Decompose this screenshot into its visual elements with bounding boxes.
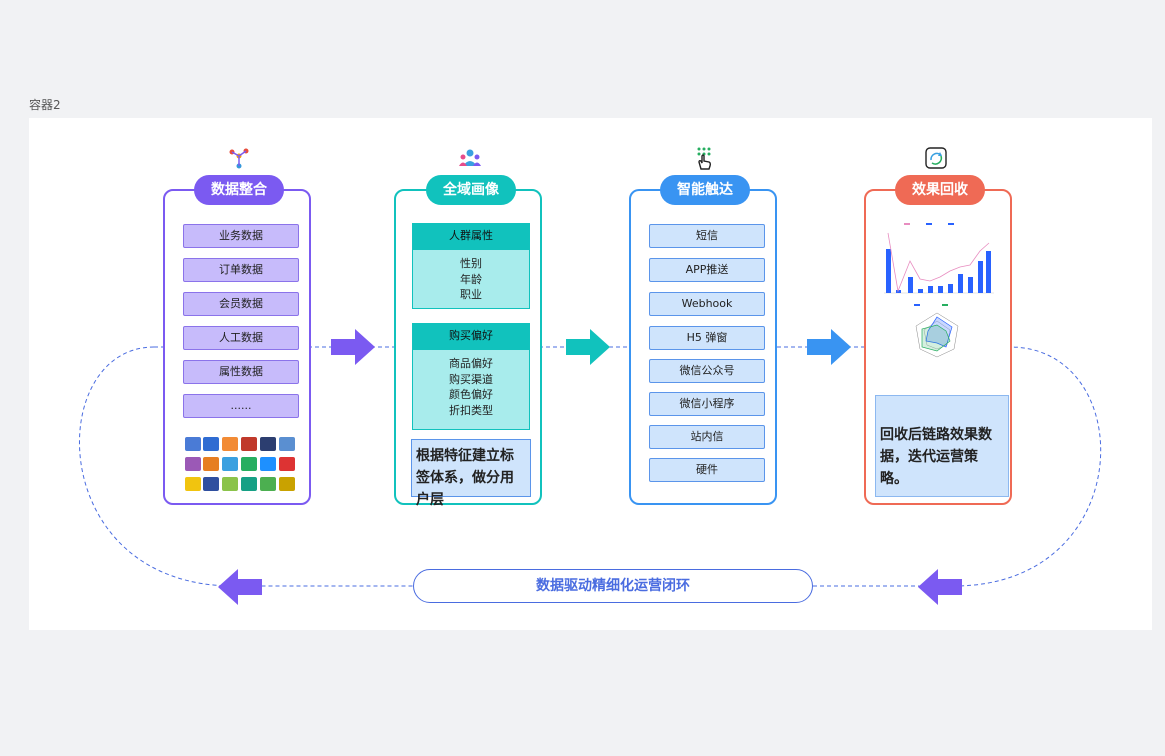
- list-item: ......: [183, 394, 299, 418]
- list-item: Webhook: [649, 292, 765, 316]
- list-item: 属性数据: [183, 360, 299, 384]
- logo-icon: [185, 437, 201, 451]
- list-item: 微信小程序: [649, 392, 765, 416]
- logo-icon: [241, 437, 257, 451]
- arrow-right-icon: [807, 329, 851, 365]
- list-item: 订单数据: [183, 258, 299, 282]
- logo-icon: [203, 437, 219, 451]
- recycle-icon: [925, 147, 947, 169]
- list-item: 硬件: [649, 458, 765, 482]
- logo-icon: [260, 477, 276, 491]
- card-data-integration: 业务数据 订单数据 会员数据 人工数据 属性数据 ......: [163, 189, 311, 505]
- list-item: 微信公众号: [649, 359, 765, 383]
- logo-icon: [185, 477, 201, 491]
- card-title-pill: 全域画像: [426, 175, 516, 205]
- group-head: 购买偏好: [412, 323, 530, 349]
- group-line: 购买渠道: [449, 372, 493, 386]
- logo-icon: [185, 457, 201, 471]
- container-label: 容器2: [29, 98, 61, 112]
- logo-icon: [241, 477, 257, 491]
- arrow-right-icon: [331, 329, 375, 365]
- card-result-recovery: 回收后链路效果数据，迭代运营策略。: [864, 189, 1012, 505]
- list-item: 短信: [649, 224, 765, 248]
- group-head: 人群属性: [412, 223, 530, 249]
- card-title-pill: 智能触达: [660, 175, 750, 205]
- data-integration-icon: [229, 148, 249, 169]
- logo-icon: [203, 477, 219, 491]
- group-body: 性别 年龄 职业: [412, 249, 530, 309]
- logo-icon: [260, 457, 276, 471]
- list-item: 人工数据: [183, 326, 299, 350]
- list-item: 站内信: [649, 425, 765, 449]
- logo-icon: [279, 437, 295, 451]
- logo-icon: [279, 477, 295, 491]
- card-user-profile: 人群属性 性别 年龄 职业 购买偏好 商品偏好 购买渠道 颜色偏好 折扣类型 根…: [394, 189, 542, 508]
- logo-icon: [222, 437, 238, 451]
- touch-hand-icon: [697, 147, 712, 170]
- card-title-pill: 数据整合: [194, 175, 284, 205]
- group-line: 折扣类型: [449, 403, 493, 417]
- logo-icon: [222, 457, 238, 471]
- list-item: 业务数据: [183, 224, 299, 248]
- diagram-canvas: 业务数据 订单数据 会员数据 人工数据 属性数据 ......: [29, 118, 1152, 630]
- loop-label: 数据驱动精细化运营闭环: [413, 569, 813, 603]
- people-group-icon: [459, 149, 481, 166]
- mini-charts: [876, 221, 998, 371]
- list-item: 会员数据: [183, 292, 299, 316]
- group-line: 职业: [460, 288, 482, 301]
- group-line: 商品偏好: [449, 357, 493, 370]
- arrow-left-icon: [218, 569, 262, 605]
- logo-icon: [241, 457, 257, 471]
- group-line: 颜色偏好: [449, 388, 493, 401]
- logo-icon: [260, 437, 276, 451]
- list-item: APP推送: [649, 258, 765, 282]
- group-body: 商品偏好 购买渠道 颜色偏好 折扣类型: [412, 349, 530, 430]
- arrow-left-icon: [918, 569, 962, 605]
- group-line: 性别: [460, 257, 482, 270]
- logo-icon: [279, 457, 295, 471]
- logo-icon: [203, 457, 219, 471]
- logo-icon: [222, 477, 238, 491]
- card-smart-reach: 短信 APP推送 Webhook H5 弹窗 微信公众号 微信小程序 站内信 硬…: [629, 189, 777, 505]
- summary-text: 根据特征建立标签体系，做分用户层: [411, 439, 531, 508]
- list-item: H5 弹窗: [649, 326, 765, 350]
- group-line: 年龄: [460, 272, 482, 286]
- arrow-right-icon: [566, 329, 610, 365]
- summary-text: 回收后链路效果数据，迭代运营策略。: [875, 395, 1009, 497]
- data-source-logos: [185, 437, 295, 495]
- card-title-pill: 效果回收: [895, 175, 985, 205]
